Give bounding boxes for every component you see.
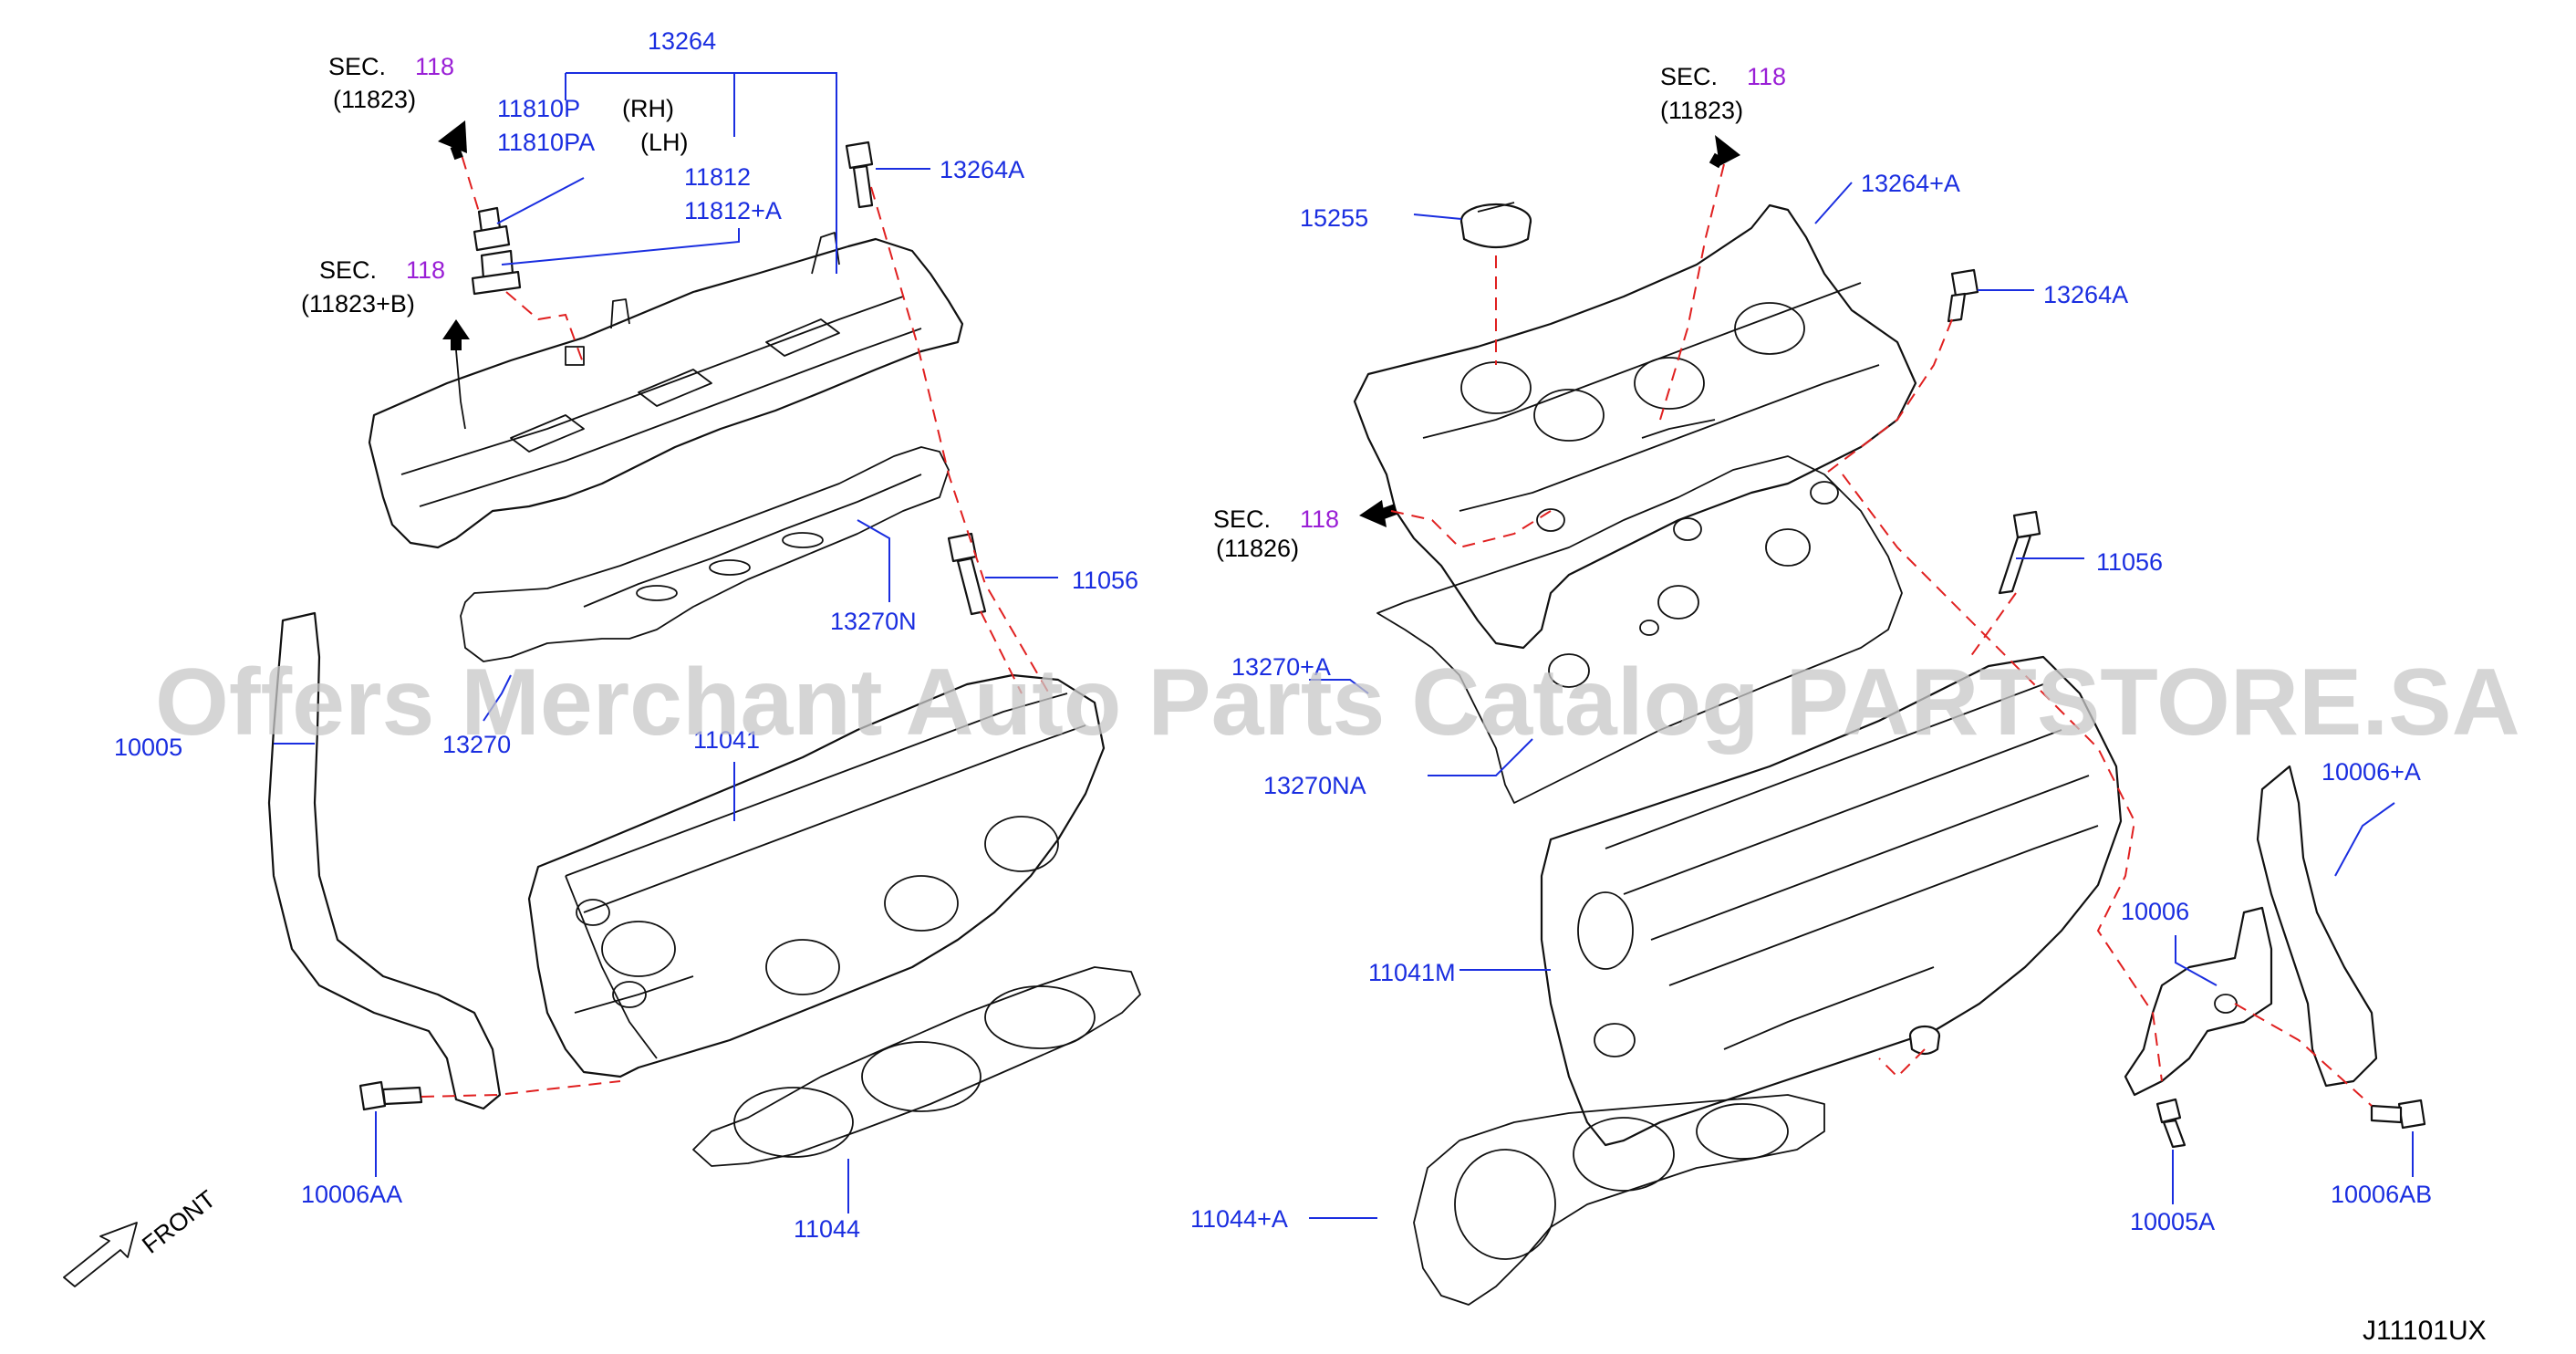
label-11044a: 11044+A <box>1190 1205 1288 1233</box>
oil-filler-cap <box>1459 202 1532 248</box>
sec-4-num: 118 <box>1300 505 1339 533</box>
label-11041: 11041 <box>693 726 760 754</box>
label-13264a-plus: 13264+A <box>1861 170 1960 197</box>
leaders-right <box>1309 182 2414 1219</box>
sec-4-ref: (11826) <box>1216 535 1299 562</box>
label-11056-left: 11056 <box>1072 567 1138 594</box>
label-11810p: 11810P <box>497 95 580 122</box>
label-10006ab: 10006AB <box>2331 1181 2432 1208</box>
label-10006: 10006 <box>2121 898 2189 925</box>
label-11812: 11812 <box>684 163 751 191</box>
sec-2-prefix: SEC. <box>319 256 377 284</box>
bolt-10005a <box>2155 1098 2186 1149</box>
label-13270a: 13270+A <box>1231 653 1331 681</box>
section-arrow-3 <box>1709 135 1740 169</box>
sec-1-num: 118 <box>415 53 454 80</box>
label-15255: 15255 <box>1300 204 1368 232</box>
rocker-gasket-right <box>1376 455 1903 804</box>
sec-3-num: 118 <box>1747 63 1786 90</box>
sec-1-prefix: SEC. <box>328 53 386 80</box>
section-arrow-4 <box>1359 500 1398 527</box>
labels: SEC. 118 (11823) SEC. 118 (11823+B) SEC.… <box>114 27 2487 1346</box>
bracket-10006-right <box>2124 906 2273 1097</box>
label-10005a: 10005A <box>2130 1208 2215 1235</box>
sec-1-ref: (11823) <box>333 86 416 113</box>
sec-4-prefix: SEC. <box>1213 505 1271 533</box>
label-11041m: 11041M <box>1368 959 1456 986</box>
hose-stub-left <box>455 349 466 430</box>
sec-3-prefix: SEC. <box>1660 63 1718 90</box>
label-13270: 13270 <box>442 731 511 758</box>
label-10005: 10005 <box>114 734 182 761</box>
label-11812a: 11812+A <box>684 197 782 224</box>
rocker-cover-left <box>368 232 964 549</box>
label-13270n: 13270N <box>830 608 917 635</box>
bolt-10006ab <box>2370 1099 2426 1130</box>
label-rh: (RH) <box>622 95 674 122</box>
sec-3-ref: (11823) <box>1660 97 1743 124</box>
front-label: FRONT <box>137 1185 221 1259</box>
bracket-10006a-right <box>2256 765 2378 1088</box>
bracket-10005-left <box>267 611 502 1110</box>
rocker-gasket-left <box>460 446 950 662</box>
label-13264a-left: 13264A <box>940 156 1024 183</box>
label-13270na: 13270NA <box>1263 772 1366 799</box>
leaders-left <box>274 72 1058 1213</box>
guide-lines-left <box>421 136 1050 1098</box>
rocker-cover-right <box>1353 203 1917 650</box>
section-arrow-2 <box>442 319 470 350</box>
bolt-11056-left <box>947 532 987 616</box>
watermark-text: Offers Merchant Auto Parts Catalog PARTS… <box>155 650 2520 755</box>
label-lh: (LH) <box>640 129 689 156</box>
guide-lines-right <box>1390 163 2373 1107</box>
label-13264a-right: 13264A <box>2043 281 2128 308</box>
head-gasket-left <box>692 966 1141 1167</box>
bolt-10006aa-left <box>358 1080 423 1111</box>
sec-2-num: 118 <box>406 256 445 284</box>
label-11056-right: 11056 <box>2096 548 2163 576</box>
plug-right <box>1908 1025 1941 1056</box>
bolt-11056-right <box>1998 510 2041 595</box>
label-10006aa: 10006AA <box>301 1181 402 1208</box>
diagram-code: J11101UX <box>2363 1316 2487 1346</box>
cylinder-head-right <box>1540 655 2123 1147</box>
label-10006a: 10006+A <box>2322 758 2421 786</box>
section-arrow-1 <box>438 120 467 161</box>
bolt-13264a-right <box>1947 268 1979 323</box>
label-11810pa: 11810PA <box>497 129 595 156</box>
pcv-valve-left <box>471 206 522 296</box>
label-11044: 11044 <box>794 1215 860 1243</box>
cylinder-head-left <box>527 673 1106 1078</box>
label-13264: 13264 <box>648 27 716 55</box>
bolt-13264a-left <box>845 141 874 209</box>
head-gasket-right <box>1413 1094 1825 1306</box>
sec-2-ref: (11823+B) <box>301 290 415 318</box>
front-arrow-icon <box>63 1222 138 1287</box>
